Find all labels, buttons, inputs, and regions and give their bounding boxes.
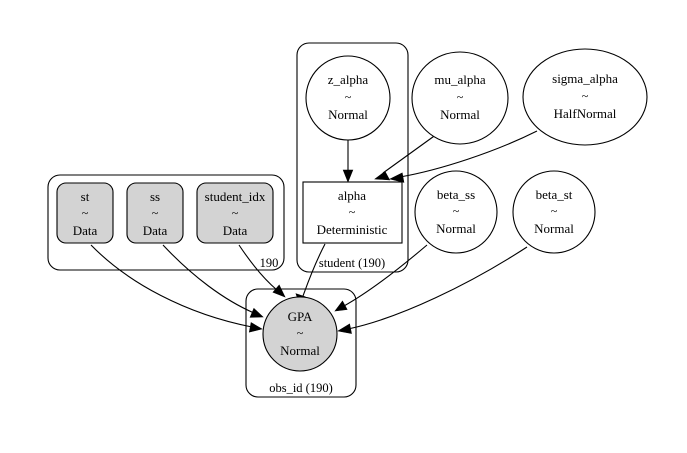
node-beta_ss-name: beta_ss — [437, 187, 475, 202]
plate-student: student (190) — [296, 42, 409, 273]
node-mu_alpha-tilde: ~ — [457, 90, 464, 104]
node-st-shape[interactable] — [56, 182, 114, 244]
edge-beta_ss-to-GPA — [334, 244, 428, 312]
node-GPA-shape[interactable] — [262, 296, 338, 372]
node-beta_ss[interactable]: beta_ss ~ Normal — [414, 170, 498, 254]
edge-student_idx-to-GPA — [238, 244, 286, 298]
node-ss[interactable]: ss ~ Data — [126, 182, 184, 244]
edge-beta_st-to-GPA — [337, 246, 528, 334]
edge-mu_alpha-to-alpha — [374, 133, 438, 181]
node-st-dist: Data — [73, 223, 98, 238]
node-ss-shape[interactable] — [126, 182, 184, 244]
node-beta_st-dist: Normal — [534, 221, 574, 236]
node-mu_alpha-name: mu_alpha — [434, 72, 485, 87]
node-alpha-name: alpha — [338, 188, 366, 203]
node-sigma_alpha-tilde: ~ — [582, 89, 589, 103]
node-student_idx-dist: Data — [223, 223, 248, 238]
node-alpha-dist: Deterministic — [317, 222, 388, 237]
node-student_idx-name: student_idx — [205, 189, 266, 204]
plate-data-label: 190 — [260, 256, 279, 270]
node-mu_alpha-dist: Normal — [440, 107, 480, 122]
node-GPA-name: GPA — [288, 309, 313, 324]
node-st[interactable]: st ~ Data — [56, 182, 114, 244]
node-alpha[interactable]: alpha ~ Deterministic — [302, 181, 403, 244]
node-beta_st-tilde: ~ — [551, 204, 558, 218]
node-ss-tilde: ~ — [152, 206, 159, 220]
plate-data: 190 — [47, 174, 285, 271]
node-ss-dist: Data — [143, 223, 168, 238]
node-mu_alpha[interactable]: mu_alpha ~ Normal — [411, 51, 509, 145]
node-GPA[interactable]: GPA ~ Normal — [262, 296, 338, 372]
edge-ss-to-GPA — [162, 244, 264, 318]
node-sigma_alpha-dist: HalfNormal — [554, 106, 617, 121]
edge-layer — [90, 130, 538, 334]
plate-obs-id: obs_id (190) — [245, 288, 357, 398]
node-beta_ss-tilde: ~ — [453, 204, 460, 218]
plate-student-label: student (190) — [319, 256, 385, 270]
edge-st-to-GPA — [90, 244, 263, 333]
plate-obs-id-border — [245, 288, 357, 398]
edge-sigma_alpha-to-alpha — [389, 130, 538, 183]
node-student_idx-tilde: ~ — [232, 206, 239, 220]
node-beta_ss-dist: Normal — [436, 221, 476, 236]
node-z_alpha[interactable]: z_alpha ~ Normal — [305, 55, 391, 141]
node-student_idx[interactable]: student_idx ~ Data — [196, 182, 274, 244]
node-beta_ss-shape[interactable] — [414, 170, 498, 254]
node-st-tilde: ~ — [82, 206, 89, 220]
node-z_alpha-dist: Normal — [328, 107, 368, 122]
node-GPA-tilde: ~ — [297, 326, 304, 340]
node-GPA-dist: Normal — [280, 343, 320, 358]
node-ss-name: ss — [150, 189, 160, 204]
node-mu_alpha-shape[interactable] — [411, 51, 509, 145]
edge-z_alpha-to-alpha — [342, 140, 354, 183]
node-beta_st[interactable]: beta_st ~ Normal — [512, 170, 596, 254]
node-alpha-shape[interactable] — [302, 181, 403, 244]
node-alpha-tilde: ~ — [349, 205, 356, 219]
node-z_alpha-tilde: ~ — [345, 90, 352, 104]
plate-student-border — [296, 42, 409, 273]
node-beta_st-shape[interactable] — [512, 170, 596, 254]
node-z_alpha-name: z_alpha — [328, 72, 369, 87]
node-sigma_alpha[interactable]: sigma_alpha ~ HalfNormal — [522, 48, 648, 146]
node-sigma_alpha-shape[interactable] — [522, 48, 648, 146]
plate-data-border — [47, 174, 285, 271]
node-st-name: st — [81, 189, 90, 204]
plate-obs-id-label: obs_id (190) — [269, 381, 333, 395]
node-student_idx-shape[interactable] — [196, 182, 274, 244]
node-sigma_alpha-name: sigma_alpha — [552, 71, 618, 86]
node-beta_st-name: beta_st — [536, 187, 573, 202]
node-z_alpha-shape[interactable] — [305, 55, 391, 141]
